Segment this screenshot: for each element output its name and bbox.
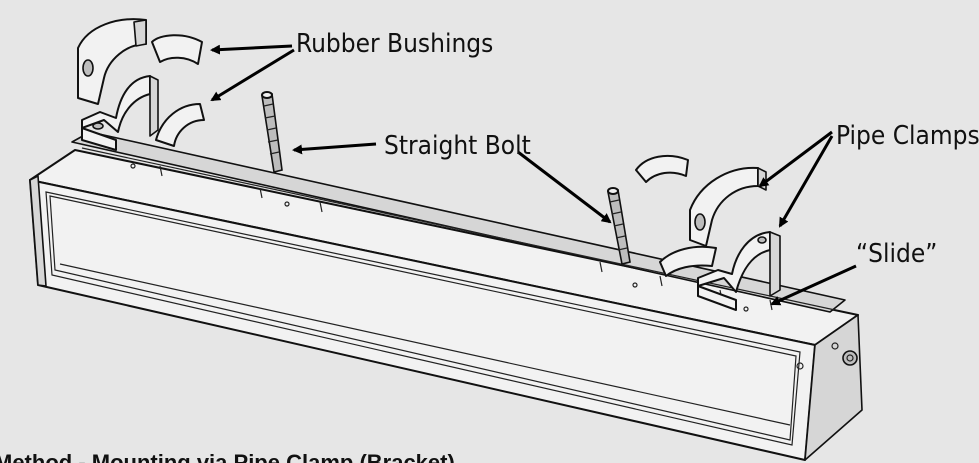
right-upper-clamp-side xyxy=(757,167,767,191)
right-upper-clamp-hole xyxy=(694,213,706,231)
left-lower-bushing xyxy=(155,103,205,147)
label-rubber-bushings: Rubber Bushings xyxy=(296,29,493,59)
caption-method: Method - Mounting via Pipe Clamp (Bracke… xyxy=(0,450,455,463)
right-lower-bushing xyxy=(659,245,717,277)
right-upper-bushing xyxy=(635,154,689,183)
right-lower-clamp-leg xyxy=(769,231,781,297)
slide-rail-hole xyxy=(284,201,290,207)
label-pipe-clamps: Pipe Clamps xyxy=(836,121,979,151)
right-lower-clamp-body xyxy=(697,285,737,311)
left-pipe-clamp-assembly xyxy=(77,18,205,151)
slide-rail-tick xyxy=(659,275,663,287)
slide-rail-hole xyxy=(130,163,136,169)
slide-rail-tick xyxy=(259,187,263,199)
housing-front-inner-edge xyxy=(49,195,797,441)
left-upper-clamp-side xyxy=(133,19,147,47)
label-slide: “Slide” xyxy=(856,239,937,269)
slide-rail-hole xyxy=(632,282,638,288)
slide-rail-tick xyxy=(319,201,323,213)
housing-left-end xyxy=(29,175,47,287)
arrow-rubber-bushings-upper xyxy=(210,44,293,55)
right-upper-clamp xyxy=(689,166,759,247)
slide-rail-tick xyxy=(599,261,603,273)
slide-rail-hole xyxy=(743,306,749,312)
right-lower-clamp-hole xyxy=(757,236,767,244)
left-lower-clamp-hole xyxy=(92,122,104,130)
slide-rail-tick xyxy=(159,165,163,177)
arrow-slide xyxy=(770,264,857,306)
arrow-straight-bolt-left xyxy=(292,142,377,155)
left-upper-bushing xyxy=(151,34,203,65)
end-cap-screw-lower xyxy=(796,362,804,370)
end-cap-screw xyxy=(831,342,839,350)
left-straight-bolt xyxy=(261,91,283,173)
callout-arrows xyxy=(210,44,857,306)
left-lower-clamp-body xyxy=(81,127,117,151)
arrow-pipe-clamps-lower xyxy=(778,135,834,228)
fixture-housing xyxy=(29,149,863,461)
right-straight-bolt xyxy=(607,187,631,265)
end-cap-port-inner xyxy=(846,354,854,362)
housing-lower-rail xyxy=(59,263,791,426)
arrow-pipe-clamps-upper xyxy=(758,130,833,188)
end-cap-port xyxy=(842,350,858,366)
label-straight-bolt: Straight Bolt xyxy=(384,131,531,161)
right-pipe-clamp-assembly xyxy=(635,154,781,311)
housing-front-panel xyxy=(45,191,801,446)
arrow-rubber-bushings-lower xyxy=(210,48,295,102)
left-lower-clamp-leg xyxy=(149,75,159,137)
arrow-straight-bolt-right xyxy=(517,150,612,224)
left-upper-clamp-hole xyxy=(82,59,94,77)
